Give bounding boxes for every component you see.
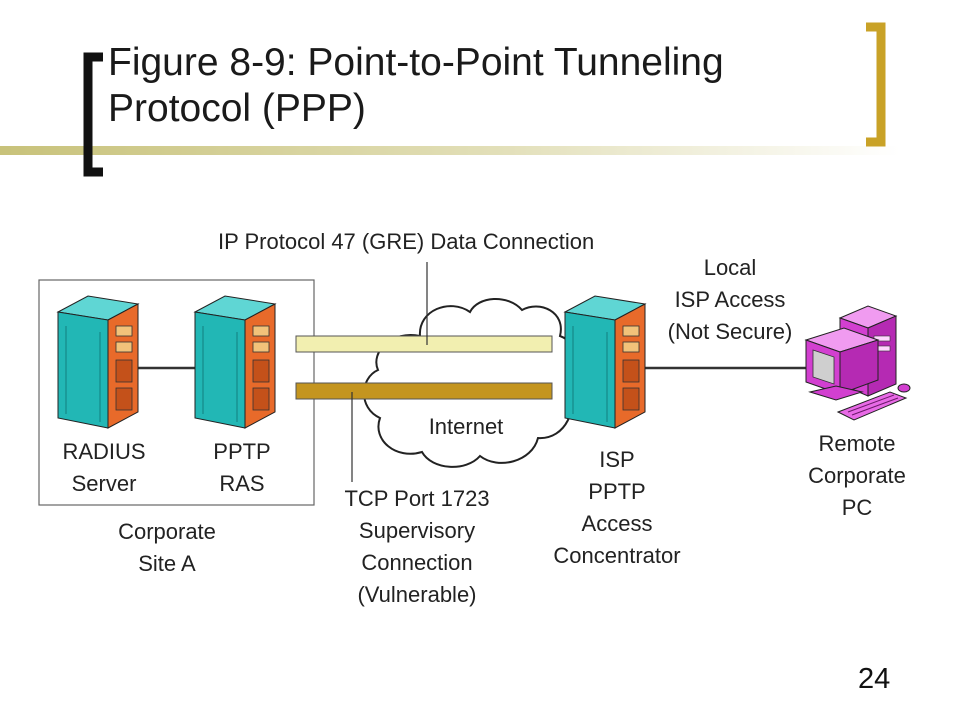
pptp-ras-line-2: RAS bbox=[219, 471, 265, 496]
right-bracket bbox=[866, 22, 886, 147]
remote-pc-label: Remote Corporate PC bbox=[787, 428, 927, 524]
corp-site-line-1: Corporate bbox=[118, 519, 216, 544]
local-isp-line-3: (Not Secure) bbox=[667, 319, 793, 344]
slide-number: 24 bbox=[858, 663, 891, 695]
radius-line-2: Server bbox=[71, 471, 137, 496]
slide-title-line-1: Figure 8-9: Point-to-Point Tunneling bbox=[108, 41, 724, 84]
corp-site-line-2: Site A bbox=[138, 551, 196, 576]
pptp-ras-label: PPTP RAS bbox=[182, 436, 302, 500]
local-isp-line-2: ISP Access bbox=[674, 287, 786, 312]
isp-concentrator-label: ISP PPTP Access Concentrator bbox=[537, 444, 697, 572]
internet-label: Internet bbox=[428, 414, 504, 439]
remote-pc-icon bbox=[804, 305, 911, 421]
remote-pc-line-1: Remote bbox=[818, 431, 896, 456]
title-underline-bar bbox=[0, 146, 900, 155]
pptp-ras-line-1: PPTP bbox=[213, 439, 271, 464]
slide-title: Figure 8-9: Point-to-Point Tunneling Pro… bbox=[108, 40, 724, 132]
isp-conc-line-2: PPTP bbox=[588, 479, 646, 504]
isp-conc-line-1: ISP bbox=[599, 447, 635, 472]
radius-line-1: RADIUS bbox=[62, 439, 146, 464]
tcp-line-2: Supervisory bbox=[358, 518, 476, 543]
isp-conc-line-4: Concentrator bbox=[553, 543, 681, 568]
tcp-line-1: TCP Port 1723 bbox=[344, 486, 490, 511]
tcp-line-3: Connection bbox=[361, 550, 473, 575]
local-isp-access-label: Local ISP Access (Not Secure) bbox=[650, 252, 810, 348]
pptp-ras-server-icon bbox=[194, 295, 276, 429]
gre-data-tunnel bbox=[295, 335, 553, 353]
tcp-supervisory-label: TCP Port 1723 Supervisory Connection (Vu… bbox=[322, 483, 512, 611]
isp-conc-line-3: Access bbox=[581, 511, 653, 536]
left-bracket bbox=[83, 52, 103, 177]
radius-server-icon bbox=[57, 295, 139, 429]
slide-title-line-2: Protocol (PPP) bbox=[108, 87, 366, 130]
remote-pc-line-2: Corporate bbox=[808, 463, 906, 488]
local-isp-line-1: Local bbox=[703, 255, 757, 280]
gre-connection-label: IP Protocol 47 (GRE) Data Connection bbox=[218, 229, 595, 254]
radius-server-label: RADIUS Server bbox=[44, 436, 164, 500]
remote-pc-line-3: PC bbox=[841, 495, 873, 520]
tcp-supervisory-tunnel bbox=[295, 382, 553, 400]
isp-concentrator-server-icon bbox=[564, 295, 646, 429]
corporate-site-label: Corporate Site A bbox=[97, 516, 237, 580]
tcp-line-4: (Vulnerable) bbox=[357, 582, 477, 607]
